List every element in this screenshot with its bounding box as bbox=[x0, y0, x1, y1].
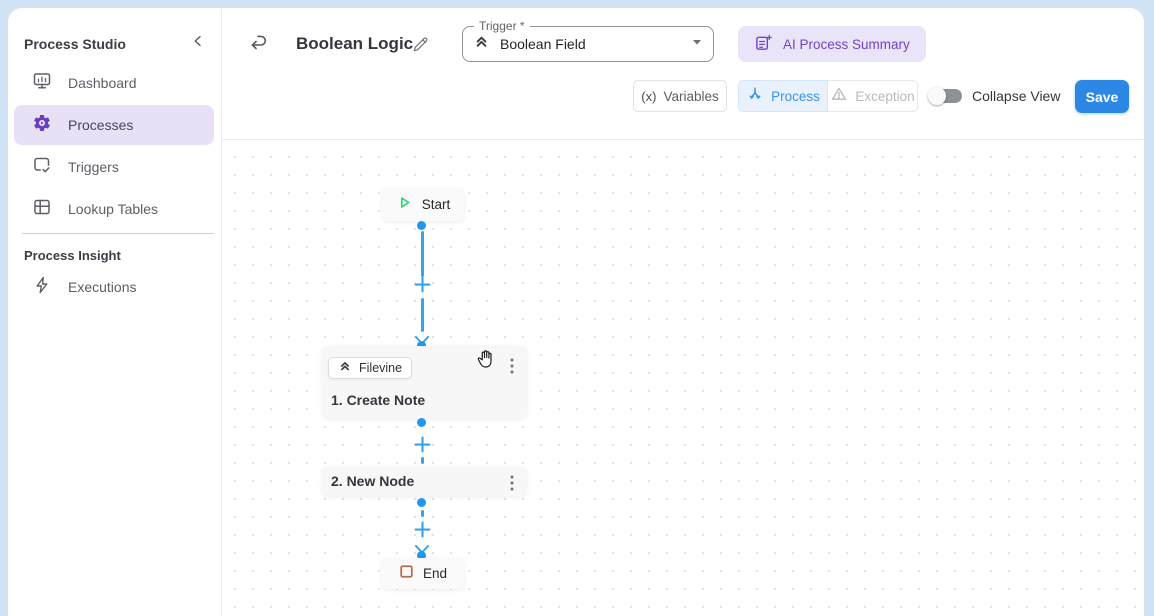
app-window: Process Studio Dashboard bbox=[8, 8, 1144, 616]
workflow-node-create-note[interactable]: Filevine 1. Create Note bbox=[322, 346, 527, 418]
sidebar-item-triggers[interactable]: Triggers bbox=[14, 147, 214, 187]
play-icon bbox=[396, 194, 413, 216]
collapse-view-label: Collapse View bbox=[972, 88, 1061, 104]
start-node-label: Start bbox=[421, 197, 451, 212]
add-node-button[interactable] bbox=[414, 521, 431, 538]
lookup-tables-icon bbox=[32, 197, 52, 222]
filevine-chevrons-icon bbox=[338, 359, 352, 378]
stop-square-icon bbox=[399, 564, 414, 584]
add-node-button[interactable] bbox=[414, 276, 431, 293]
trigger-select[interactable]: Boolean Field bbox=[462, 26, 714, 62]
connection-handle[interactable] bbox=[417, 341, 426, 350]
connection-handle[interactable] bbox=[417, 221, 426, 230]
tab-exception[interactable]: Exception bbox=[828, 80, 918, 112]
sidebar-collapse-button[interactable] bbox=[187, 32, 209, 54]
node-title: 1. Create Note bbox=[331, 392, 426, 408]
tab-process[interactable]: Process bbox=[738, 80, 828, 112]
sidebar-item-executions[interactable]: Executions bbox=[14, 267, 214, 307]
sidebar-item-label: Lookup Tables bbox=[68, 201, 159, 217]
sidebar-item-label: Executions bbox=[68, 279, 137, 295]
ai-summary-icon bbox=[754, 33, 773, 55]
end-node[interactable]: End bbox=[382, 558, 464, 589]
connection-handle[interactable] bbox=[417, 418, 426, 427]
start-node[interactable]: Start bbox=[382, 188, 464, 221]
sidebar: Process Studio Dashboard bbox=[8, 8, 222, 616]
sidebar-item-dashboard[interactable]: Dashboard bbox=[14, 63, 214, 103]
workflow-canvas[interactable]: Start bbox=[222, 140, 1144, 616]
filevine-app-chip[interactable]: Filevine bbox=[328, 357, 413, 379]
sidebar-section-label: Process Insight bbox=[24, 248, 121, 263]
back-button[interactable] bbox=[246, 32, 272, 58]
filevine-chip-label: Filevine bbox=[359, 361, 403, 375]
node-menu-button[interactable] bbox=[503, 473, 521, 493]
sidebar-item-lookup-tables[interactable]: Lookup Tables bbox=[14, 189, 214, 229]
save-button[interactable]: Save bbox=[1075, 80, 1129, 113]
collapse-view-toggle[interactable] bbox=[928, 86, 964, 106]
dropdown-caret-icon bbox=[691, 35, 703, 53]
header-divider bbox=[222, 139, 1144, 140]
sidebar-item-label: Dashboard bbox=[68, 75, 137, 91]
chevron-left-icon bbox=[190, 33, 206, 54]
node-menu-button[interactable] bbox=[503, 356, 521, 376]
connection-handle[interactable] bbox=[417, 551, 426, 560]
executions-lightning-icon bbox=[32, 275, 52, 300]
undo-arrow-icon bbox=[248, 32, 270, 59]
hand-cursor bbox=[475, 347, 499, 371]
workflow-node-new-node[interactable]: 2. New Node bbox=[322, 467, 527, 496]
sidebar-item-processes[interactable]: Processes bbox=[14, 105, 214, 145]
variables-button[interactable]: (x) Variables bbox=[633, 80, 727, 112]
end-node-label: End bbox=[422, 566, 448, 581]
triggers-icon bbox=[32, 155, 52, 180]
node-title: 2. New Node bbox=[331, 473, 415, 489]
branch-icon bbox=[746, 85, 764, 108]
page-title: Boolean Logic bbox=[296, 34, 414, 53]
trigger-select-value: Boolean Field bbox=[500, 36, 586, 52]
sidebar-item-label: Processes bbox=[68, 117, 134, 133]
dashboard-icon bbox=[32, 71, 52, 96]
edge-dash bbox=[421, 457, 424, 464]
tab-process-label: Process bbox=[771, 88, 820, 104]
processes-gear-icon bbox=[32, 113, 52, 138]
pencil-icon bbox=[411, 35, 430, 59]
sidebar-item-label: Triggers bbox=[68, 159, 119, 175]
warning-triangle-icon bbox=[830, 85, 848, 108]
trigger-select-label: Trigger * bbox=[474, 19, 530, 33]
ai-process-summary-button[interactable]: AI Process Summary bbox=[738, 26, 926, 62]
edge-line bbox=[421, 298, 424, 332]
sidebar-divider bbox=[22, 233, 214, 234]
toggle-knob bbox=[928, 87, 946, 105]
edge-dash bbox=[421, 510, 424, 517]
edge-arrowhead bbox=[414, 541, 430, 554]
variables-label: Variables bbox=[663, 88, 719, 104]
tab-exception-label: Exception bbox=[855, 88, 915, 104]
ai-summary-label: AI Process Summary bbox=[783, 36, 910, 52]
variables-x-icon: (x) bbox=[641, 88, 657, 104]
filevine-chevrons-icon bbox=[473, 33, 490, 55]
content-area: Boolean Logic Trigger * Boolean Field bbox=[222, 8, 1144, 616]
sidebar-title: Process Studio bbox=[24, 36, 126, 52]
edit-title-button[interactable] bbox=[407, 34, 433, 60]
connection-handle[interactable] bbox=[417, 498, 426, 507]
edge-line bbox=[421, 231, 424, 277]
edge-arrowhead bbox=[414, 332, 430, 345]
add-node-button[interactable] bbox=[414, 436, 431, 453]
